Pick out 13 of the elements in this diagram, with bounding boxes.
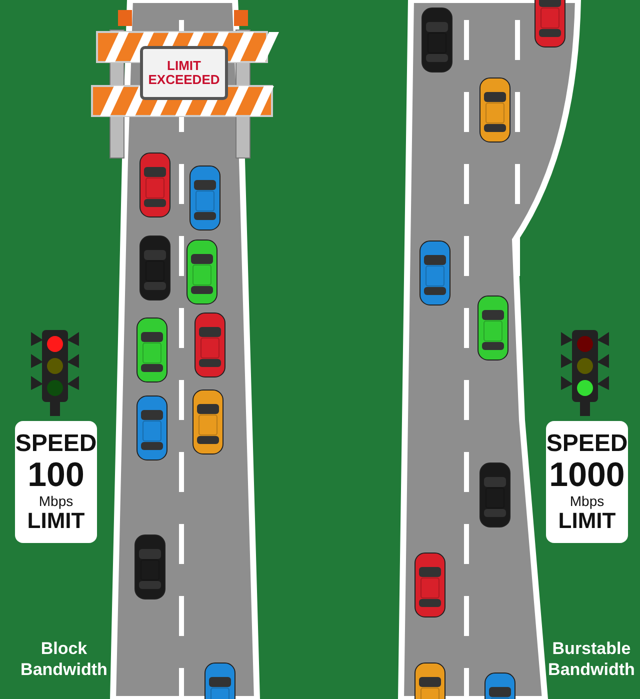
sign-text: Mbps <box>38 494 74 508</box>
road-caption: Burstable Bandwidth <box>547 638 636 680</box>
sign-text: 1000 <box>549 458 625 492</box>
sign-text: SPEED <box>546 432 628 456</box>
speed-limit-sign <box>15 421 97 543</box>
speed-limit-sign <box>546 421 628 543</box>
warning-sign: LIMIT EXCEEDED <box>140 46 228 100</box>
road-caption: Block Bandwidth <box>20 638 108 680</box>
sign-text: SPEED <box>15 432 97 456</box>
sign-text: LIMIT <box>27 510 85 532</box>
sign-text: 100 <box>28 458 84 492</box>
sign-text: Mbps <box>570 494 604 508</box>
sign-text: LIMIT <box>558 510 616 532</box>
